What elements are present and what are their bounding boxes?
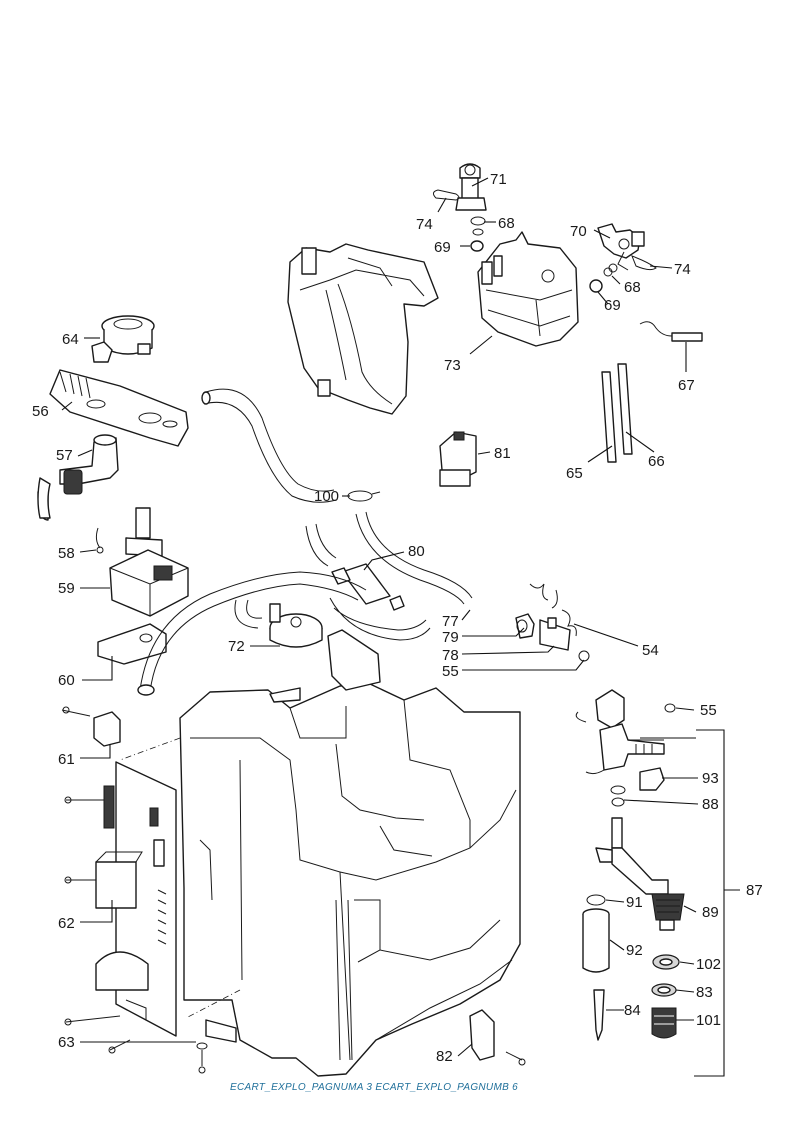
hose-upper: [203, 388, 337, 503]
part-62-pcb: [64, 737, 241, 1054]
callout-70: 70: [570, 223, 587, 240]
hose-72: [234, 599, 263, 629]
part-56-tray: [49, 369, 189, 447]
callout-54: 54: [642, 642, 659, 659]
callout-92: 92: [626, 942, 643, 959]
part-80-hose-filter: [305, 511, 473, 611]
callout-55-right: 55: [700, 702, 717, 719]
part-65-rod: [601, 371, 617, 463]
callout-87: 87: [746, 882, 763, 899]
part-70-valve: [597, 223, 645, 271]
part-55-oring-right: [664, 703, 676, 713]
part-58-wire: [95, 527, 104, 554]
callout-78: 78: [442, 647, 459, 664]
part-63-switch: [196, 1019, 237, 1074]
callout-62: 62: [58, 915, 75, 932]
callout-93: 93: [702, 770, 719, 787]
callout-102: 102: [696, 956, 721, 973]
part-91-oring: [586, 894, 606, 906]
callout-84: 84: [624, 1002, 641, 1019]
callout-101: 101: [696, 1012, 721, 1029]
callout-69-top: 69: [434, 239, 451, 256]
part-79-fitting: [515, 613, 535, 639]
part-67-sensor: [639, 321, 703, 342]
part-92-tube: [582, 908, 610, 973]
callout-81: 81: [494, 445, 511, 462]
callout-74-top: 74: [416, 216, 433, 233]
callout-65: 65: [566, 465, 583, 482]
callout-58: 58: [58, 545, 75, 562]
part-60-bracket: [97, 623, 167, 665]
part-61-connector: [61, 706, 121, 747]
callout-64: 64: [62, 331, 79, 348]
part-54-clip: [561, 609, 577, 637]
part-88-oring: [610, 785, 626, 807]
callout-77: 77: [442, 613, 459, 630]
part-64-valve: [91, 315, 155, 363]
part-83-ring: [651, 983, 677, 997]
callout-71: 71: [490, 171, 507, 188]
water-tank: [287, 243, 439, 415]
part-84-pin: [593, 989, 605, 1041]
callout-labels: 71 74 68 69 70 74 68 69 73 67 64 56 57 8…: [32, 171, 763, 1065]
callout-83: 83: [696, 984, 713, 1001]
part-81-solenoid: [439, 431, 477, 487]
part-59-pump: [109, 507, 189, 617]
callout-79: 79: [442, 629, 459, 646]
spout-valve-body: [575, 689, 665, 771]
callout-67: 67: [678, 377, 695, 394]
callout-91: 91: [626, 894, 643, 911]
part-89-spout: [595, 817, 685, 931]
hose-pump-out: [329, 597, 431, 641]
part-68-oring-top: [470, 216, 486, 236]
leader-lines: [61, 177, 740, 1077]
part-71-connector: [455, 163, 487, 211]
part-82-bracket: [469, 1009, 526, 1066]
callout-89: 89: [702, 904, 719, 921]
callout-72: 72: [228, 638, 245, 655]
callout-100: 100: [314, 488, 339, 505]
chassis-frame: [179, 629, 521, 1077]
part-74-clip-right: [631, 255, 657, 271]
callout-63: 63: [58, 1034, 75, 1051]
callout-60: 60: [58, 672, 75, 689]
part-68-oring-right: [603, 263, 618, 277]
part-74-clip-top: [432, 189, 460, 201]
callout-68-right: 68: [624, 279, 641, 296]
part-69-seal-top: [470, 240, 484, 252]
part-73-boiler: [477, 231, 579, 347]
part-55-oring-mid: [578, 650, 590, 662]
callout-80: 80: [408, 543, 425, 560]
callout-82: 82: [436, 1048, 453, 1065]
callout-74-right: 74: [674, 261, 691, 278]
part-57-elbow: [37, 434, 119, 521]
page-reference-footer: ECART_EXPLO_PAGNUMA 3 ECART_EXPLO_PAGNUM…: [230, 1082, 518, 1093]
part-77-clip: [529, 583, 549, 601]
callout-88: 88: [702, 796, 719, 813]
callout-59: 59: [58, 580, 75, 597]
part-102-ring: [652, 954, 680, 970]
callout-73: 73: [444, 357, 461, 374]
callout-69-right: 69: [604, 297, 621, 314]
callout-61: 61: [58, 751, 75, 768]
part-93-clip: [585, 767, 665, 791]
part-72-flowmeter: [269, 603, 323, 648]
callout-55-mid: 55: [442, 663, 459, 680]
callout-68-top: 68: [498, 215, 515, 232]
part-78-valve: [539, 589, 571, 651]
callout-57: 57: [56, 447, 73, 464]
part-69-seal-right: [589, 279, 603, 293]
part-100-clamp: [347, 490, 381, 502]
hose-57: [37, 477, 51, 519]
callout-56: 56: [32, 403, 49, 420]
callout-66: 66: [648, 453, 665, 470]
hose-lower: [139, 571, 367, 693]
part-101-nozzle: [651, 1007, 677, 1039]
part-66-rod: [617, 363, 633, 455]
